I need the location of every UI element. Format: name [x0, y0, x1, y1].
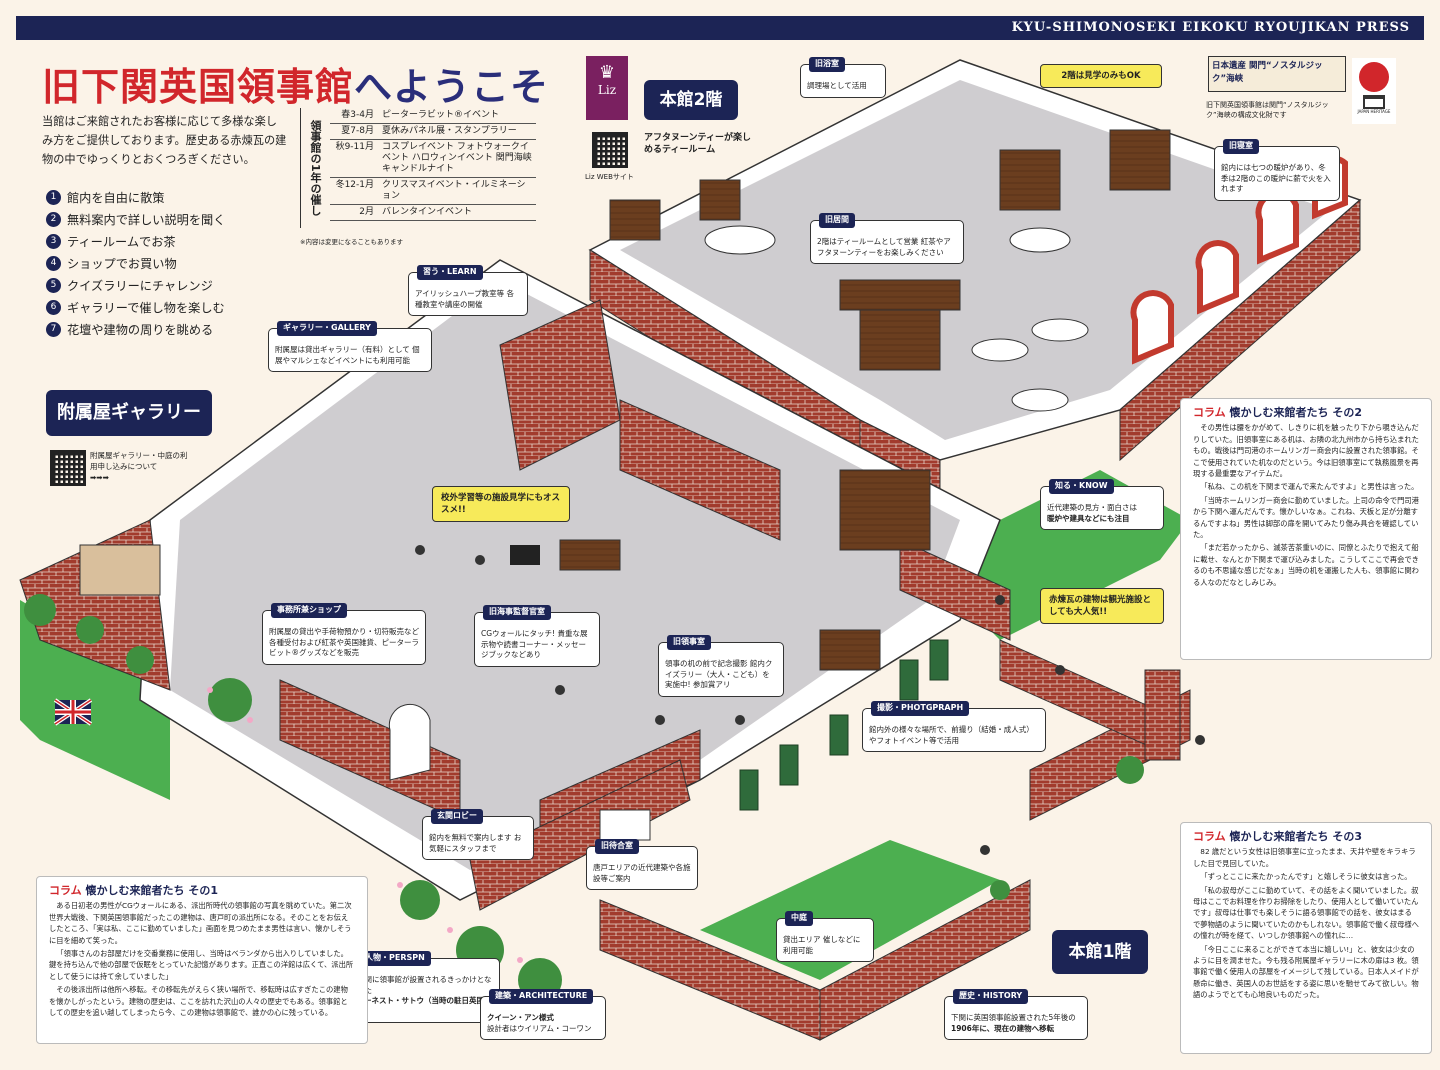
- liz-qr-code[interactable]: [592, 132, 628, 168]
- column-2: コラム 懐かしむ来館者たち その2 その男性は腰をかがめて、しきりに机を触ったり…: [1180, 398, 1432, 660]
- title-main: 旧下関英国領事館: [42, 64, 355, 109]
- gate-icon: [1363, 95, 1385, 109]
- title-suffix: へようこそ: [354, 64, 550, 109]
- callout-shop: 事務所兼ショップ附属屋の貸出や手荷物預かり・切符販売など各種受付および紅茶や英国…: [262, 603, 426, 665]
- tearoom-caption: アフタヌーンティーが楽しめるティールーム: [644, 133, 752, 155]
- red-sun-icon: [1359, 62, 1389, 92]
- floor1-label: 本館1階: [1052, 930, 1148, 974]
- press-title: KYU-SHIMONOSEKI EIKOKU RYOUJIKAN PRESS: [1011, 20, 1410, 35]
- liz-caption: Liz WEBサイト: [585, 173, 634, 181]
- liz-logo[interactable]: ♛ Liz: [586, 56, 628, 120]
- column-3: コラム 懐かしむ来館者たち その3 82 歳だという女性は旧領事室に立ったまま、…: [1180, 822, 1432, 1054]
- event-row: 春3-4月ピーターラビット®イベント: [330, 108, 536, 124]
- crown-icon: ♛: [598, 62, 616, 83]
- callout-consul: 旧領事室領事の机の前で記念撮影 館内クイズラリー（大人・こども）を実施中! 参加…: [658, 635, 784, 697]
- annex-label: 附属屋ギャラリー: [46, 390, 212, 436]
- callout-person: 人物・PERSPN下関に領事館が設置されるきっかけとなったアーネスト・サトウ（当…: [350, 951, 500, 1023]
- callout-bath: 旧浴室調理場として活用: [800, 57, 886, 98]
- press-bar: KYU-SHIMONOSEKI EIKOKU RYOUJIKAN PRESS: [16, 16, 1424, 40]
- heritage-badge: 日本遺産 関門“ノスタルジック”海峡: [1208, 56, 1346, 92]
- intro-text: 当館はご来館されたお客様に応じて多様な楽しみ方をご提供しております。歴史ある赤煉…: [42, 115, 287, 166]
- callout-redbrick: 赤煉瓦の建物は観光施設としても大人気!!: [1040, 588, 1164, 624]
- floor2-label: 本館2階: [644, 80, 738, 120]
- column-1: コラム 懐かしむ来館者たち その1 ある日初老の男性がCGウォールにある、派出所…: [36, 876, 368, 1044]
- events-note: ※内容は変更になることもあります: [300, 238, 403, 246]
- callout-lobby: 玄関ロビー館内を無料で案内します お気軽にスタッフまで: [422, 809, 534, 860]
- callout-bedroom: 旧寝室館内には七つの暖炉があり、冬季は2階のこの暖炉に薪で火を入れます: [1214, 139, 1340, 201]
- annex-qr-caption: 附属屋ギャラリー・中庭の利用申し込みについて➡➡➡: [90, 451, 188, 482]
- page-title: 旧下関英国領事館へようこそ: [42, 56, 549, 111]
- annex-qr-code[interactable]: [50, 450, 86, 486]
- callout-waiting: 旧待合室唐戸エリアの近代建築や各施設等ご案内: [586, 839, 698, 890]
- heritage-text: 旧下関英国領事館は関門“ノスタルジック”海峡の構成文化財です: [1206, 101, 1329, 119]
- event-row: 2月バレンタインイベント: [330, 204, 536, 221]
- event-row: 秋9-11月コスプレイベント フォトウォークイベント ハロウィンイベント 関門海…: [330, 139, 536, 178]
- event-row: 夏7-8月夏休みパネル展・スタンプラリー: [330, 123, 536, 140]
- arrow-icon: ➡➡➡: [90, 473, 109, 482]
- japan-heritage-logo: JAPAN HERITAGE: [1352, 58, 1396, 124]
- callout-courtyard: 中庭貸出エリア 催しなどに利用可能: [776, 911, 874, 962]
- event-row: 冬12-1月クリスマスイベント・イルミネーション: [330, 177, 536, 205]
- callout-floor2-only: 2階は見学のみもOK: [1040, 64, 1162, 88]
- events-label: 領事館の1年の催し: [300, 108, 329, 228]
- callout-school: 校外学習等の施設見学にもオススメ!!: [432, 486, 570, 522]
